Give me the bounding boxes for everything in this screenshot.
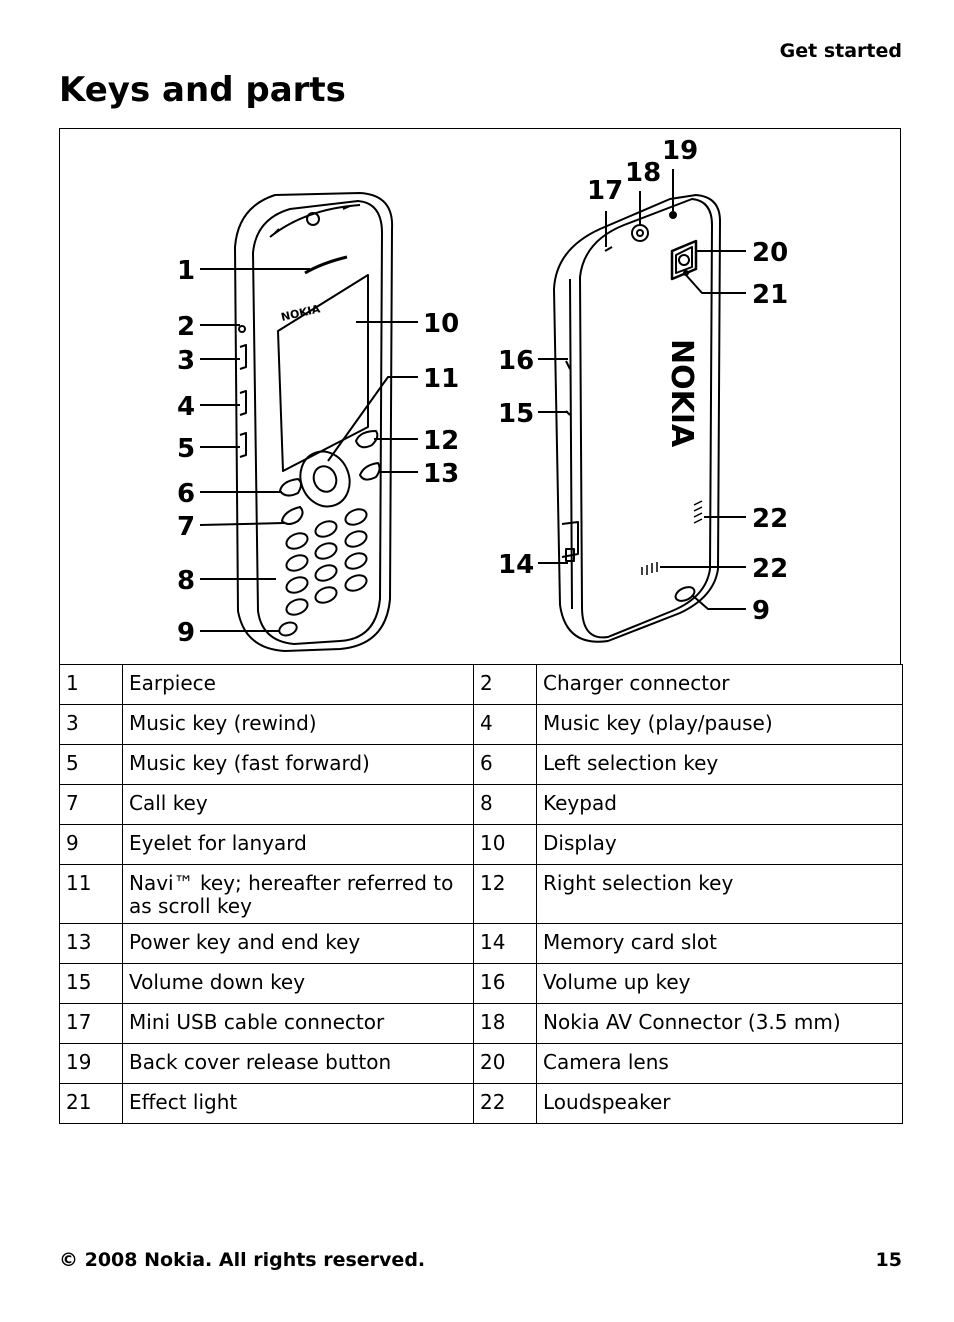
parts-table-body: 1 Earpiece 2 Charger connector 3 Music k… — [59, 664, 903, 1124]
front-brand-text: NOKIA — [280, 302, 322, 324]
callout-7: 7 — [177, 512, 195, 542]
part-label: Volume up key — [536, 963, 903, 1004]
callout-18: 18 — [625, 158, 661, 188]
page-title: Keys and parts — [59, 70, 346, 110]
table-row: 13 Power key and end key 14 Memory card … — [59, 923, 903, 964]
part-label: Music key (rewind) — [122, 704, 474, 745]
part-number: 15 — [59, 963, 123, 1004]
part-number: 17 — [59, 1003, 123, 1044]
part-label: Volume down key — [122, 963, 474, 1004]
table-row: 17 Mini USB cable connector 18 Nokia AV … — [59, 1003, 903, 1044]
part-number: 11 — [59, 864, 123, 924]
part-number: 13 — [59, 923, 123, 964]
part-number: 12 — [473, 864, 537, 924]
part-label: Earpiece — [122, 664, 474, 705]
part-label: Camera lens — [536, 1043, 903, 1084]
part-label: Right selection key — [536, 864, 903, 924]
part-label: Nokia AV Connector (3.5 mm) — [536, 1003, 903, 1044]
callout-17: 17 — [587, 176, 623, 206]
part-label: Mini USB cable connector — [122, 1003, 474, 1044]
callout-16: 16 — [498, 346, 534, 376]
part-number: 3 — [59, 704, 123, 745]
front-callouts: 1 2 3 4 5 6 7 8 9 10 11 12 13 — [177, 256, 459, 648]
callout-21: 21 — [752, 280, 788, 310]
callout-9: 9 — [177, 618, 195, 648]
callout-1: 1 — [177, 256, 195, 286]
table-row: 1 Earpiece 2 Charger connector — [59, 664, 903, 705]
part-number: 14 — [473, 923, 537, 964]
back-phone-illustration: NOKIA — [553, 194, 721, 643]
phone-diagram: NOKIA — [59, 128, 901, 664]
part-number: 5 — [59, 744, 123, 785]
callout-5: 5 — [177, 434, 195, 464]
table-row: 5 Music key (fast forward) 6 Left select… — [59, 744, 903, 785]
table-row: 7 Call key 8 Keypad — [59, 784, 903, 825]
callout-6: 6 — [177, 479, 195, 509]
callout-13: 13 — [423, 459, 459, 489]
part-number: 8 — [473, 784, 537, 825]
table-row: 19 Back cover release button 20 Camera l… — [59, 1043, 903, 1084]
callout-22-a: 22 — [752, 504, 788, 534]
part-number: 16 — [473, 963, 537, 1004]
part-number: 7 — [59, 784, 123, 825]
part-label: Power key and end key — [122, 923, 474, 964]
callout-14: 14 — [498, 550, 534, 580]
part-label: Charger connector — [536, 664, 903, 705]
part-label: Music key (play/pause) — [536, 704, 903, 745]
callout-4: 4 — [177, 392, 195, 422]
part-label: Memory card slot — [536, 923, 903, 964]
part-label: Eyelet for lanyard — [122, 824, 474, 865]
back-brand-text: NOKIA — [664, 339, 699, 448]
part-number: 20 — [473, 1043, 537, 1084]
part-number: 19 — [59, 1043, 123, 1084]
page-number: 15 — [875, 1249, 902, 1271]
front-phone-illustration: NOKIA — [234, 192, 394, 652]
section-header: Get started — [779, 40, 902, 62]
part-label: Effect light — [122, 1083, 474, 1124]
back-callouts: 14 15 16 17 18 19 20 21 22 22 9 — [498, 136, 788, 626]
part-number: 10 — [473, 824, 537, 865]
part-label: Keypad — [536, 784, 903, 825]
callout-19: 19 — [662, 136, 698, 166]
part-number: 2 — [473, 664, 537, 705]
callout-20: 20 — [752, 238, 788, 268]
table-row: 9 Eyelet for lanyard 10 Display — [59, 824, 903, 865]
table-row: 11 Navi™ key; hereafter referred to as s… — [59, 864, 903, 924]
keypad-keys — [285, 508, 368, 616]
part-number: 6 — [473, 744, 537, 785]
part-number: 18 — [473, 1003, 537, 1044]
part-label: Display — [536, 824, 903, 865]
callout-9-back: 9 — [752, 596, 770, 626]
callout-10: 10 — [423, 309, 459, 339]
part-label: Navi™ key; hereafter referred to as scro… — [122, 864, 474, 924]
part-number: 21 — [59, 1083, 123, 1124]
table-row: 21 Effect light 22 Loudspeaker — [59, 1083, 903, 1124]
table-row: 3 Music key (rewind) 4 Music key (play/p… — [59, 704, 903, 745]
callout-12: 12 — [423, 426, 459, 456]
callout-15: 15 — [498, 399, 534, 429]
callout-22-b: 22 — [752, 554, 788, 584]
callout-2: 2 — [177, 312, 195, 342]
callout-11: 11 — [423, 364, 459, 394]
part-number: 22 — [473, 1083, 537, 1124]
part-number: 4 — [473, 704, 537, 745]
part-label: Loudspeaker — [536, 1083, 903, 1124]
part-number: 1 — [59, 664, 123, 705]
part-number: 9 — [59, 824, 123, 865]
part-label: Music key (fast forward) — [122, 744, 474, 785]
part-label: Left selection key — [536, 744, 903, 785]
parts-table: 1 Earpiece 2 Charger connector 3 Music k… — [59, 664, 903, 1124]
callout-3: 3 — [177, 346, 195, 376]
table-row: 15 Volume down key 16 Volume up key — [59, 963, 903, 1004]
part-label: Call key — [122, 784, 474, 825]
callout-8: 8 — [177, 566, 195, 596]
part-label: Back cover release button — [122, 1043, 474, 1084]
footer-copyright: © 2008 Nokia. All rights reserved. — [59, 1249, 426, 1271]
